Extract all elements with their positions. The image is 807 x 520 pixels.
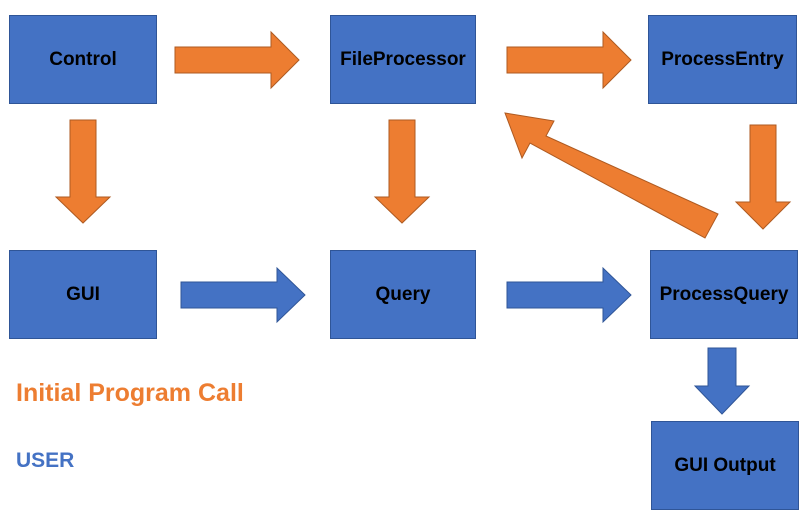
node-query-label: Query (375, 283, 431, 305)
legend-initial-program-call: Initial Program Call (16, 379, 244, 407)
arrow-processentry-to-processquery (734, 124, 792, 230)
arrow-control-to-gui (54, 119, 112, 224)
node-processquery: ProcessQuery (650, 250, 798, 339)
node-processentry-label: ProcessEntry (661, 48, 784, 70)
arrow-processquery-to-guioutput (693, 347, 751, 415)
node-processentry: ProcessEntry (648, 15, 797, 104)
arrow-gui-to-query (180, 266, 306, 324)
node-guioutput-label: GUI Output (674, 454, 776, 476)
node-fileprocessor: FileProcessor (330, 15, 476, 104)
arrow-query-to-processquery (506, 266, 632, 324)
arrow-fileprocessor-to-processentry (506, 30, 632, 90)
arrow-processquery-to-fileprocessor (504, 112, 719, 239)
arrow-fileprocessor-to-query (373, 119, 431, 224)
node-processquery-label: ProcessQuery (659, 283, 789, 305)
node-control-label: Control (49, 48, 117, 70)
node-gui-label: GUI (66, 283, 100, 305)
legend-user: USER (16, 449, 75, 472)
node-query: Query (330, 250, 476, 339)
node-fileprocessor-label: FileProcessor (340, 48, 466, 70)
arrow-control-to-fileprocessor (174, 30, 300, 90)
node-gui: GUI (9, 250, 157, 339)
node-control: Control (9, 15, 157, 104)
node-guioutput: GUI Output (651, 421, 799, 510)
